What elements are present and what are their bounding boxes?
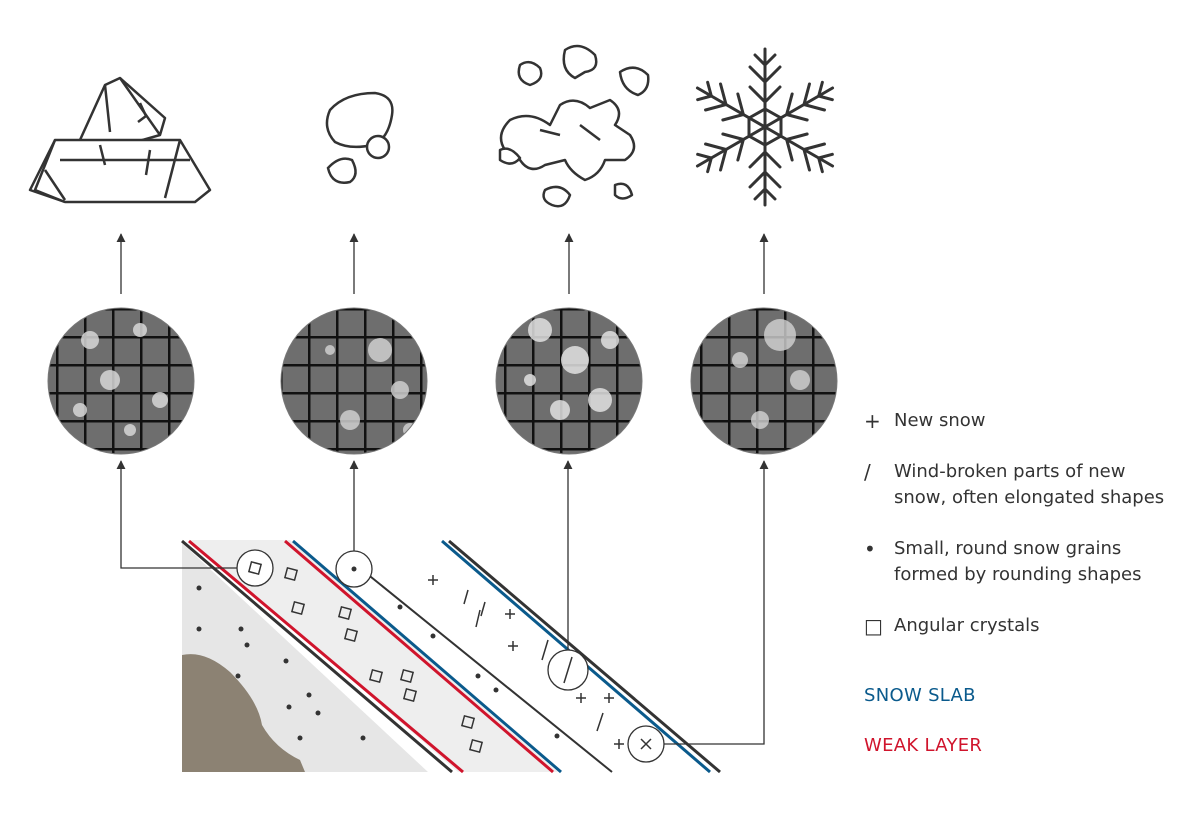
faceted-crystal-icon [30, 78, 210, 202]
legend-round-grains-line1: Small, round snow grains [894, 538, 1121, 559]
legend-wind-broken-line1: Wind-broken parts of new [894, 461, 1125, 482]
slash-icon: / [864, 459, 894, 485]
legend-angular-text: Angular crystals [894, 613, 1040, 639]
legend-wind-broken-text: Wind-broken parts of new snow, often elo… [894, 459, 1164, 511]
micrograph-circle [40, 300, 210, 470]
legend-wind-broken-line2: snow, often elongated shapes [894, 487, 1164, 508]
plus-icon: + [864, 408, 894, 434]
micrograph-circle [685, 300, 855, 470]
legend-round-grains-text: Small, round snow grains formed by round… [894, 536, 1142, 588]
broken-crystal-icon [500, 46, 648, 206]
snowflake-icon [690, 49, 840, 205]
legend-round-grains: • Small, round snow grains formed by rou… [864, 536, 1142, 588]
snow-slab-label: SNOW SLAB [864, 685, 976, 706]
square-icon: □ [864, 613, 894, 639]
legend-round-grains-line2: formed by rounding shapes [894, 564, 1142, 585]
weak-layer-label: WEAK LAYER [864, 735, 982, 756]
upper-arrows [121, 234, 764, 294]
rounded-grain-icon [327, 93, 392, 183]
snowpack-section [182, 540, 720, 772]
legend-wind-broken: / Wind-broken parts of new snow, often e… [864, 459, 1164, 511]
legend-new-snow-text: New snow [894, 408, 986, 434]
dot-icon: • [864, 536, 894, 562]
micrograph-circle [490, 300, 660, 470]
micrograph-circle [270, 300, 440, 470]
legend-new-snow: + New snow [864, 408, 986, 434]
legend-angular: □ Angular crystals [864, 613, 1040, 639]
